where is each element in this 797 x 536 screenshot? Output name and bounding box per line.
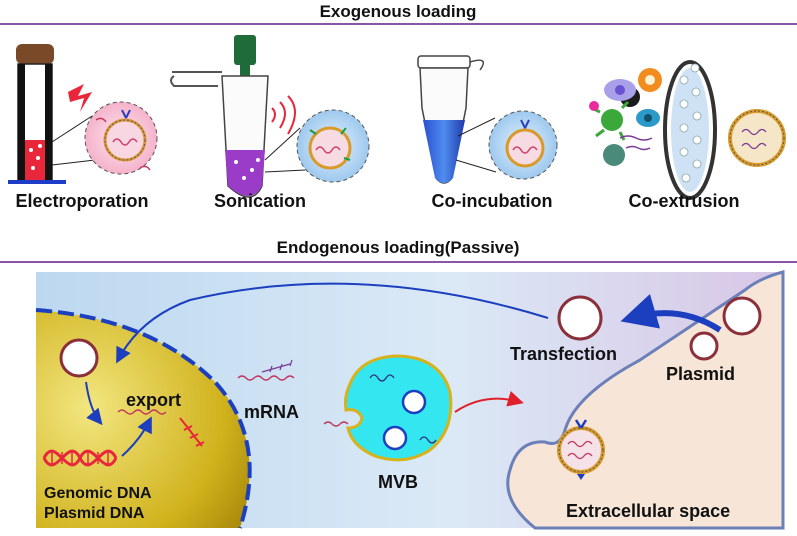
method-label-electroporation: Electroporation — [15, 191, 148, 211]
mvb-label: MVB — [378, 472, 418, 492]
mrna-label: mRNA — [244, 402, 299, 422]
coextrusion-illustration — [589, 60, 786, 200]
method-label-co-extrusion: Co-extrusion — [628, 191, 739, 211]
mrna-in-nucleus — [117, 409, 167, 415]
export-step-arrow — [121, 416, 152, 457]
plasmid-vesicle-large — [722, 296, 762, 336]
secretion-arrow — [454, 391, 524, 413]
method-label-sonication: Sonication — [214, 191, 306, 211]
sonication-illustration — [170, 35, 370, 198]
mvb-icon — [323, 354, 453, 462]
mrna-detail — [261, 359, 293, 373]
genomic-dna-label: Genomic DNA — [44, 485, 152, 502]
dna-helix-icon — [42, 449, 118, 467]
endogenous-title: Endogenous loading(Passive) — [277, 238, 520, 257]
transfection-label: Transfection — [510, 344, 617, 364]
exosome-icon — [557, 419, 605, 480]
transcription-arrow — [85, 381, 103, 426]
export-label: export — [126, 390, 181, 410]
electroporation-illustration — [8, 44, 158, 184]
mrna-cytoplasm — [237, 375, 295, 381]
plasmid-vesicle-small — [689, 331, 719, 361]
extracellular-space-label: Extracellular space — [566, 501, 730, 521]
exogenous-title: Exogenous loading — [320, 2, 477, 21]
nuclear-envelope — [35, 308, 252, 529]
plasmid-in-nucleus — [59, 338, 99, 378]
mrna-exporting — [179, 417, 205, 447]
transfection-arrow — [620, 294, 722, 333]
plasmid-label: Plasmid — [666, 364, 735, 384]
transfection-vesicle — [557, 295, 603, 341]
method-label-co-incubation: Co-incubation — [432, 191, 553, 211]
import-arrow — [116, 282, 549, 364]
plasmid-dna-label: Plasmid DNA — [44, 505, 145, 522]
coincubation-illustration — [417, 55, 558, 184]
